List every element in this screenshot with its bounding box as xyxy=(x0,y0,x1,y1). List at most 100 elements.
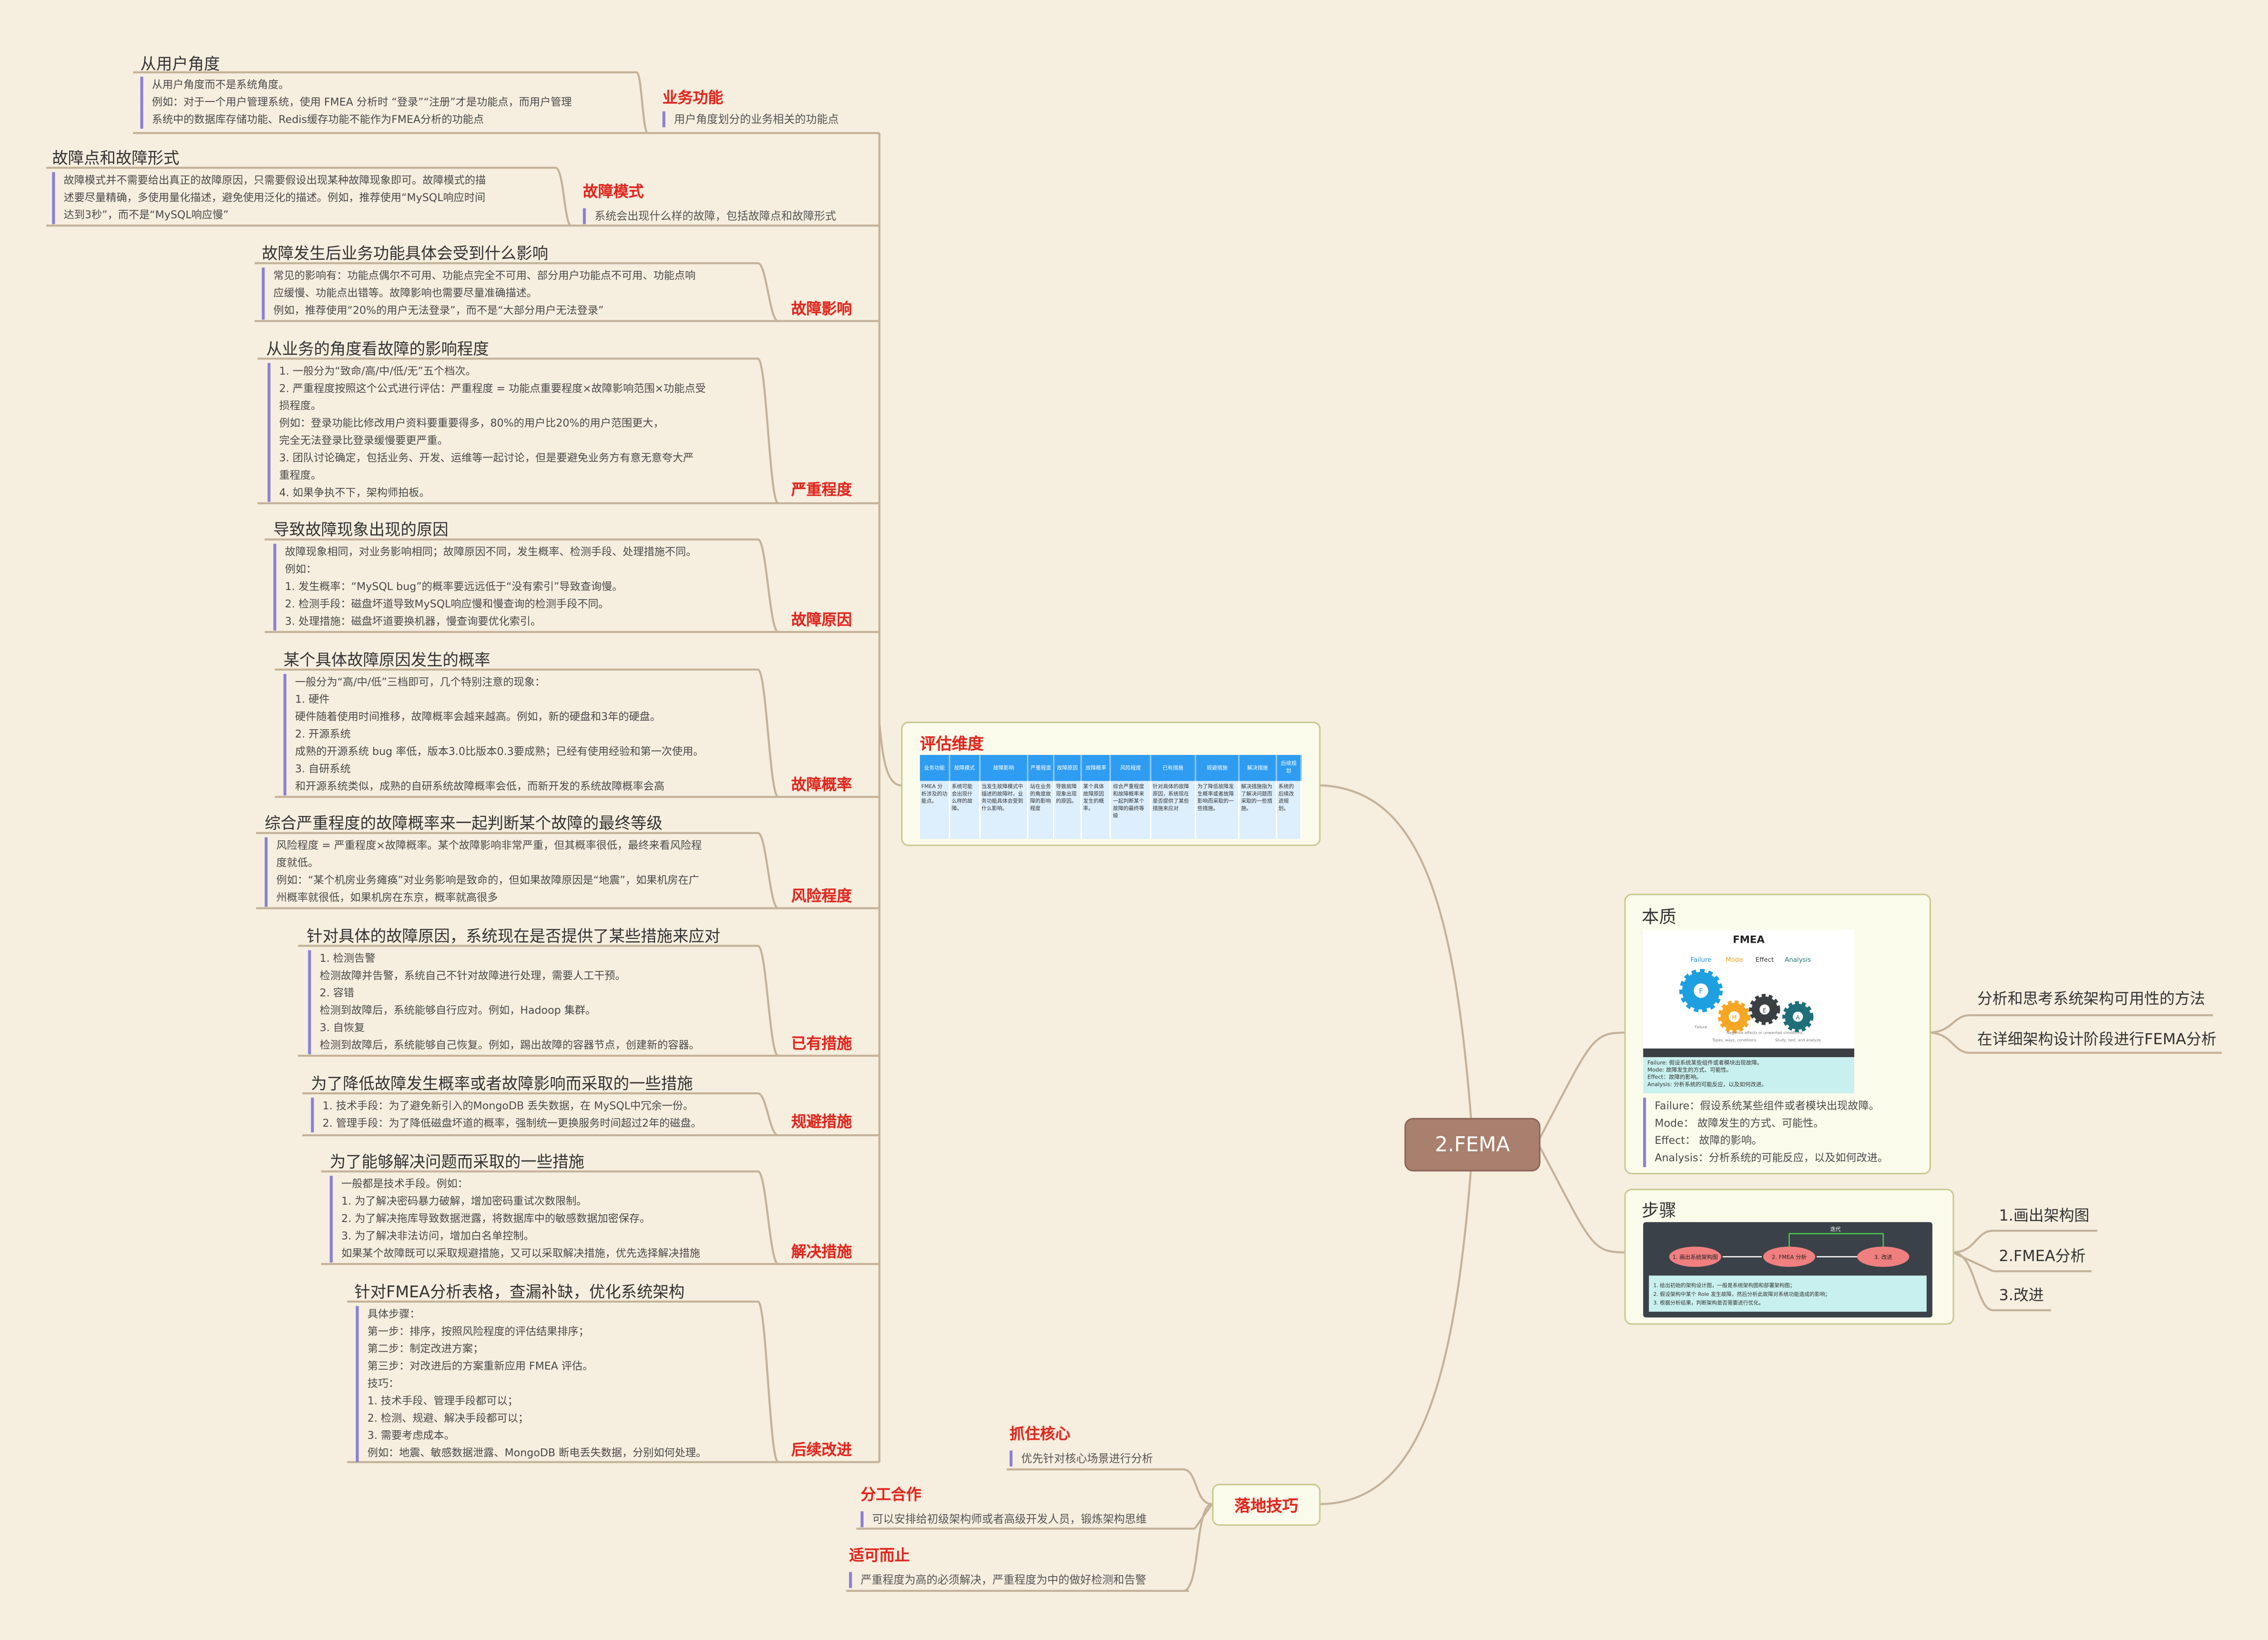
note-line: 如果某个故障既可以采取规避措施，又可以采取解决措施，优先选择解决措施 xyxy=(341,1246,700,1260)
note-line: 损程度。 xyxy=(279,399,322,412)
note-line: 检测到故障后，系统能够自行应对。例如，Hadoop 集群。 xyxy=(319,1003,596,1017)
notes-failure-probability: 一般分为“高/中/低”三档即可，几个特别注意的现象： 1. 硬件 硬件随着使用时… xyxy=(283,674,704,795)
note-line: 完全无法登录比登录缓慢要更严重。 xyxy=(279,434,448,447)
note-line: 一般都是技术手段。例如： xyxy=(341,1177,468,1191)
fmea-figure-title: FMEA xyxy=(1733,934,1765,946)
steps-fig-note: 3. 根据分析结果，判断架构是否需要进行优化。 xyxy=(1653,1299,1764,1306)
topic-avoidance-measures: 为了降低故障发生概率或者故障影响而采取的一些措施 xyxy=(311,1074,693,1094)
note-line: 述要尽量精确，多使用量化描述，避免使用泛化的描述。例如，推荐使用“MySQL响应… xyxy=(63,191,486,204)
note-line: 度就低。 xyxy=(276,856,319,869)
essence-item-stage[interactable]: 在详细架构设计阶段进行FEMA分析 xyxy=(1977,1031,2217,1049)
eval-cell: 某个具体故障原因发生的概率。 xyxy=(1081,781,1112,839)
eval-header: 风险程度 xyxy=(1111,754,1152,781)
fmea-band-line: Effect：故障的影响。 xyxy=(1647,1074,1702,1080)
landing-tips-title: 落地技巧 xyxy=(1234,1496,1298,1515)
eval-dimensions-title: 评估维度 xyxy=(919,734,984,754)
steps-title: 步骤 xyxy=(1642,1200,1676,1221)
eval-cell: 系统的后续改进规划。 xyxy=(1276,781,1302,839)
gear-icon: E xyxy=(1749,994,1780,1025)
topic-failure-point: 故障点和故障形式 xyxy=(52,149,180,168)
landing-tips-node[interactable]: 落地技巧 xyxy=(1212,1484,1321,1526)
note-line: 例如：“某个机房业务瘫痪”对业务影响是致命的，但如果故障原因是“地震”，如果机房… xyxy=(276,873,699,887)
note-line: 检测到故障后，系统能够自己恢复。例如，踢出故障的容器节点，创建新的容器。 xyxy=(319,1038,700,1052)
note-line: 2. 检测手段：磁盘坏道导致MySQL响应慢和慢查询的检测手段不同。 xyxy=(285,597,609,611)
label-resolution-measures: 解决措施 xyxy=(791,1243,852,1261)
essence-node[interactable]: 本质 FMEA Failure Mode Effect Analysis F M xyxy=(1624,894,1931,1174)
label-avoidance-measures: 规避措施 xyxy=(791,1113,852,1131)
fmea-caption: Study, test, and analyze xyxy=(1775,1038,1821,1042)
note-line: 技巧： xyxy=(367,1376,399,1390)
gear-letter-e: E xyxy=(1763,1007,1767,1014)
gear-icon: M xyxy=(1718,1000,1751,1033)
central-topic[interactable]: 2.FEMA xyxy=(1404,1118,1541,1171)
label-follow-up: 后续改进 xyxy=(791,1442,852,1459)
fmea-word-analysis: Analysis xyxy=(1785,957,1811,964)
tip-teamwork-sub: 可以安排给初级架构师或者高级开发人员，锻炼架构思维 xyxy=(860,1511,1147,1528)
note-line: 3. 为了解决非法访问，增加白名单控制。 xyxy=(341,1229,534,1243)
eval-cell: 针对具体的故障原因，系统现在是否提供了某些措施来应对 xyxy=(1150,781,1196,839)
note-line: 3. 处理措施：磁盘坏道要换机器，慢查询要优化索引。 xyxy=(285,614,541,628)
note-line: 第一步：排序，按照风险程度的评估结果排序； xyxy=(367,1324,589,1338)
topic-severity: 从业务的角度看故障的影响程度 xyxy=(266,340,489,359)
note-line: 风险程度 = 严重程度×故障概率。某个故障影响非常严重，但其概率很低，最终来看风… xyxy=(276,838,702,852)
steps-node[interactable]: 步骤 迭代 1. 画出系统架构图 2. FMEA 分析 3. 改进 1. 给出初… xyxy=(1624,1189,1954,1325)
eval-header: 解决措施 xyxy=(1239,754,1277,781)
note-line: 3. 自研系统 xyxy=(295,762,351,775)
fmea-band-line: Analysis: 分析系统的可能反应，以及如何改进。 xyxy=(1647,1081,1767,1088)
eval-header: 故障影响 xyxy=(979,754,1029,781)
note-line: 成熟的开源系统 bug 率低，版本3.0比版本0.3要成熟；已经有使用经验和第一… xyxy=(295,744,704,758)
eval-dimensions-node[interactable]: 评估维度 业务功能 故障模式 故障影响 严重程度 故障原因 故障概率 风险程度 … xyxy=(901,722,1321,846)
label-severity: 严重程度 xyxy=(791,481,852,499)
note-line: 例如：对于一个用户管理系统，使用 FMEA 分析时 “登录”“注册”才是功能点，… xyxy=(152,95,572,109)
steps-figure: 迭代 1. 画出系统架构图 2. FMEA 分析 3. 改进 1. 给出初始的架… xyxy=(1643,1222,1932,1318)
notes-existing-measures: 1. 检测告警 检测故障并告警，系统自己不针对故障进行处理，需要人工干预。 2.… xyxy=(308,950,700,1055)
note-line: 常见的影响有：功能点偶尔不可用、功能点完全不可用、部分用户功能点不可用、功能点响 xyxy=(273,269,696,282)
note-line: 2. 开源系统 xyxy=(295,727,351,741)
note-line: 达到3秒”，而不是“MySQL响应慢” xyxy=(63,208,229,222)
fmea-band-line: Mode: 故障发生的方式、可能性。 xyxy=(1647,1066,1732,1073)
sub-failure-mode: 系统会出现什么样的故障，包括故障点和故障形式 xyxy=(582,208,836,224)
step-item-draw[interactable]: 1.画出架构图 xyxy=(1999,1207,2090,1225)
eval-header: 业务功能 xyxy=(919,754,950,781)
note-line: 例如：地震、敏感数据泄露、MongoDB 断电丢失数据，分别如何处理。 xyxy=(367,1446,707,1459)
flow-step: 2. FMEA 分析 xyxy=(1772,1253,1807,1260)
topic-user-perspective: 从用户角度 xyxy=(140,55,220,74)
note-line: 2. 管理手段：为了降低磁盘坏道的概率，强制统一更换服务时间超过2年的磁盘。 xyxy=(322,1116,702,1130)
eval-cell: FMEA 分析涉及的功能点。 xyxy=(919,781,950,839)
essence-item-method[interactable]: 分析和思考系统架构可用性的方法 xyxy=(1977,990,2205,1008)
eval-cell: 解决措施指为了解决问题而采取的一些措施。 xyxy=(1239,781,1277,839)
eval-cell: 为了降低故障发生概率或者故障影响而采取的一些措施。 xyxy=(1195,781,1240,839)
eval-cell: 当发生故障模式中描述的故障时，业务功能具体会受到什么影响。 xyxy=(979,781,1029,839)
label-failure-effect: 故障影响 xyxy=(791,301,852,318)
note-line: 第二步：制定改进方案； xyxy=(367,1342,484,1355)
step-item-fmea[interactable]: 2.FMEA分析 xyxy=(1999,1248,2086,1266)
note-line: 应缓慢、功能点出错等。故障影响也需要尽量准确描述。 xyxy=(273,286,538,300)
tip-core-sub: 优先针对核心场景进行分析 xyxy=(1010,1450,1153,1467)
eval-header: 后续规划 xyxy=(1276,754,1302,781)
note-line: 3. 自恢复 xyxy=(319,1021,365,1034)
note-line: 1. 为了解决密码暴力破解，增加密码重试次数限制。 xyxy=(341,1194,587,1208)
steps-fig-note: 2. 假设架构中某个 Role 发生故障，然后分析此故障对系统功能造成的影响； xyxy=(1653,1291,1830,1297)
fmea-caption: Negative effects or unwanted conditions xyxy=(1727,1031,1803,1035)
note-line: 1. 硬件 xyxy=(295,693,330,706)
note-line: 第三步：对改进后的方案重新应用 FMEA 评估。 xyxy=(367,1359,593,1373)
notes-follow-up: 具体步骤： 第一步：排序，按照风险程度的评估结果排序； 第二步：制定改进方案； … xyxy=(356,1306,706,1462)
tip-core-label: 抓住核心 xyxy=(1010,1426,1071,1444)
topic-follow-up: 针对FMEA分析表格，查漏补缺，优化系统架构 xyxy=(354,1283,685,1302)
step-item-improve[interactable]: 3.改进 xyxy=(1999,1287,2044,1305)
notes-failure-cause: 故障现象相同，对业务影响相同；故障原因不同，发生概率、检测手段、处理措施不同。 … xyxy=(273,543,697,631)
note-line: 2. 容错 xyxy=(319,986,355,999)
eval-header: 故障模式 xyxy=(950,754,981,781)
gear-icon: F xyxy=(1679,969,1723,1013)
fmea-band-line: Failure: 假设系统某些组件或者模块出现故障。 xyxy=(1647,1059,1762,1066)
note-line: 故障现象相同，对业务影响相同；故障原因不同，发生概率、检测手段、处理措施不同。 xyxy=(285,545,697,559)
eval-cell: 导致故障现象出现的原因。 xyxy=(1053,781,1082,839)
eval-cell: 站在业务的角度故障的影响程度 xyxy=(1028,781,1055,839)
topic-failure-effect: 故障发生后业务功能具体会受到什么影响 xyxy=(262,244,549,264)
gear-letter-f: F xyxy=(1699,987,1703,996)
eval-table: 业务功能 故障模式 故障影响 严重程度 故障原因 故障概率 风险程度 已有措施 … xyxy=(919,754,1302,839)
tip-moderation-label: 适可而止 xyxy=(849,1547,910,1565)
note-line: 硬件随着使用时间推移，故障概率会越来越高。例如，新的硬盘和3年的硬盘。 xyxy=(295,710,661,723)
note-line: 2. 检测、规避、解决手段都可以； xyxy=(367,1411,529,1425)
